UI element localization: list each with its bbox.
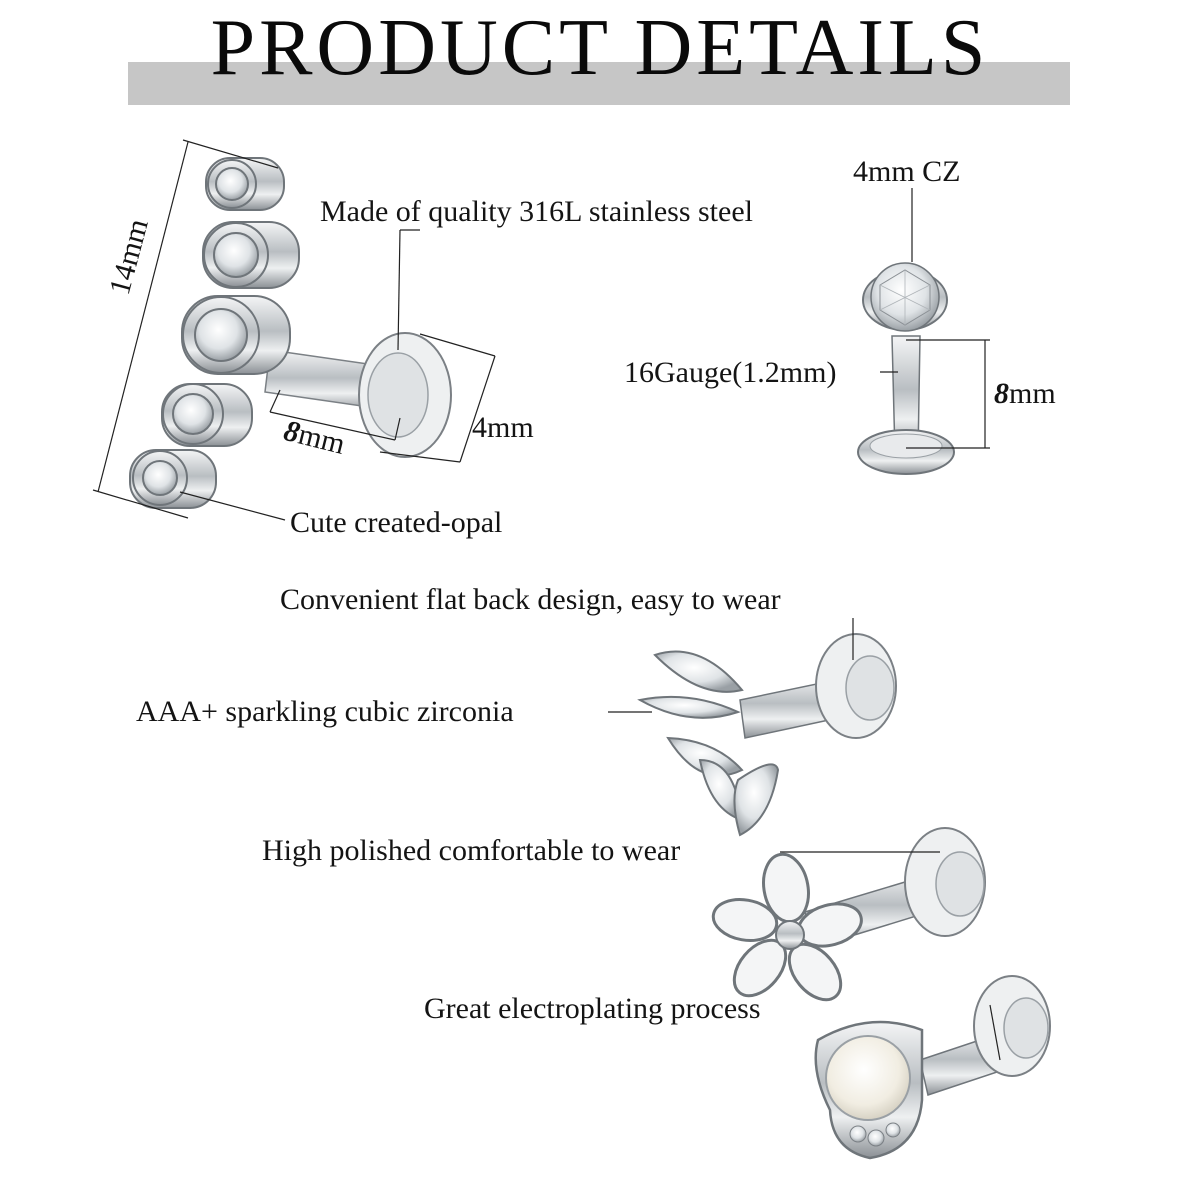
bezel-gem-cluster-icon	[129, 157, 452, 509]
product3-leader-lines	[608, 618, 854, 713]
material-label: Made of quality 316L stainless steel	[320, 195, 753, 228]
disc-size-label: 4mm	[472, 411, 534, 444]
title-band	[128, 62, 1070, 105]
teardrop-opal-stud-icon	[814, 975, 1051, 1160]
flat-back-label: Convenient flat back design, easy to wea…	[280, 583, 781, 616]
marquise-crown-stud-icon	[637, 633, 897, 837]
gauge-label: 16Gauge(1.2mm)	[624, 356, 837, 389]
cz-size-label: 4mm CZ	[853, 155, 961, 188]
polished-label: High polished comfortable to wear	[262, 834, 681, 867]
round-cz-stud-icon	[857, 262, 955, 475]
post-length-label: 8mm	[994, 377, 1056, 410]
product5-leader-line	[989, 1004, 1001, 1061]
created-opal-label: Cute created-opal	[290, 506, 503, 539]
flower-stud-icon	[711, 827, 986, 1002]
page-title: PRODUCT DETAILS	[210, 4, 990, 92]
zirconia-label: AAA+ sparkling cubic zirconia	[136, 695, 514, 728]
product2-dimension-lines	[880, 188, 990, 449]
electroplating-label: Great electroplating process	[424, 992, 761, 1025]
product1-dimension-lines	[92, 139, 496, 521]
